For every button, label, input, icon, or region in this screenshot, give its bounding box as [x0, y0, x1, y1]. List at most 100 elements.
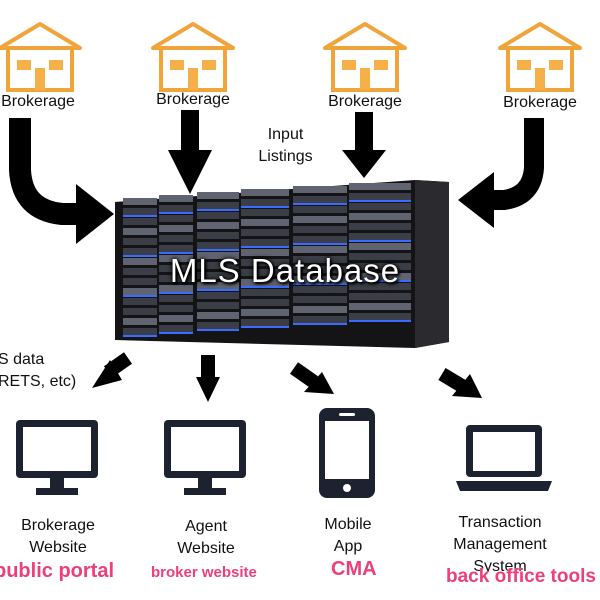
server-unit [293, 276, 347, 283]
server-unit [197, 232, 239, 239]
server-unit [123, 318, 157, 325]
server-led-strip [159, 212, 193, 214]
server-unit [197, 312, 239, 319]
server-led-strip [241, 286, 289, 288]
tag-broker-website: broker website [151, 564, 257, 581]
server-unit [241, 289, 289, 296]
server-unit [159, 245, 193, 252]
server-unit [293, 296, 347, 303]
server-unit [197, 242, 239, 249]
server-unit [159, 305, 193, 312]
server-unit [241, 229, 289, 236]
server-unit [293, 256, 347, 263]
server-led-strip [293, 283, 347, 285]
server-unit [349, 263, 411, 270]
server-unit [123, 308, 157, 315]
server-unit [197, 222, 239, 229]
server-unit [241, 279, 289, 286]
server-led-strip [349, 320, 411, 322]
server-unit [293, 266, 347, 273]
output-label-mobile-app: Mobile App [324, 516, 372, 555]
server-unit [197, 212, 239, 219]
server-unit [123, 278, 157, 285]
server-led-strip [293, 203, 347, 205]
server-led-strip [349, 200, 411, 202]
server-unit [349, 203, 411, 210]
server-unit [197, 202, 239, 209]
brokerage-label-4: Brokerage [503, 94, 577, 111]
server-led-strip [241, 246, 289, 248]
server-led-strip [123, 215, 157, 217]
server-unit [123, 228, 157, 235]
server-unit [241, 299, 289, 306]
server-unit [293, 236, 347, 243]
server-led-strip [241, 326, 289, 328]
output-label-transaction-management: Transaction Management System [453, 514, 547, 575]
brokerage-house-icon-3 [323, 22, 407, 92]
brokerage-house-icon-1 [0, 22, 82, 92]
server-unit [123, 238, 157, 245]
server-unit [197, 322, 239, 329]
server-unit [349, 193, 411, 200]
server-led-strip [123, 335, 157, 337]
server-unit [241, 199, 289, 206]
server-unit [123, 268, 157, 275]
brokerage-label-1: Brokerage [1, 93, 75, 110]
server-unit [293, 316, 347, 323]
server-unit [241, 249, 289, 256]
server-unit [349, 233, 411, 240]
server-unit [349, 293, 411, 300]
server-led-strip [123, 255, 157, 257]
server-unit [197, 272, 239, 279]
server-unit [159, 285, 193, 292]
server-unit [241, 319, 289, 326]
server-unit [293, 186, 347, 193]
server-unit [123, 328, 157, 335]
server-unit [123, 288, 157, 295]
input-listings-label: Input Listings [258, 126, 313, 165]
output-label-agent-website: Agent Website [177, 518, 235, 557]
server-unit [159, 215, 193, 222]
server-unit [241, 219, 289, 226]
server-led-strip [159, 292, 193, 294]
server-unit [123, 198, 157, 205]
server-unit [349, 283, 411, 290]
server-unit [349, 183, 411, 190]
desktop-monitor-icon [16, 420, 98, 495]
server-unit [159, 225, 193, 232]
server-unit [123, 298, 157, 305]
server-unit [293, 196, 347, 203]
server-led-strip [349, 280, 411, 282]
server-led-strip [159, 332, 193, 334]
brokerage-label-3: Brokerage [328, 93, 402, 110]
server-unit [159, 195, 193, 202]
server-unit [349, 303, 411, 310]
server-unit [197, 292, 239, 299]
server-unit [159, 275, 193, 282]
server-unit [197, 302, 239, 309]
laptop-icon [456, 425, 552, 491]
server-unit [159, 235, 193, 242]
server-unit [349, 243, 411, 250]
server-led-strip [293, 323, 347, 325]
server-unit [159, 325, 193, 332]
server-unit [241, 309, 289, 316]
server-unit [159, 315, 193, 322]
server-led-strip [123, 295, 157, 297]
server-unit [293, 206, 347, 213]
server-led-strip [349, 240, 411, 242]
server-unit [241, 189, 289, 196]
brokerage-house-icon-4 [498, 22, 582, 92]
data-feed-label: S data RETS, etc) [0, 351, 77, 390]
server-unit [197, 282, 239, 289]
server-led-strip [197, 209, 239, 211]
desktop-monitor-icon [164, 420, 246, 495]
server-unit [197, 192, 239, 199]
server-unit [349, 253, 411, 260]
mls-database-label: MLS Database [169, 252, 401, 289]
server-unit [349, 273, 411, 280]
server-unit [197, 252, 239, 259]
server-unit [159, 255, 193, 262]
